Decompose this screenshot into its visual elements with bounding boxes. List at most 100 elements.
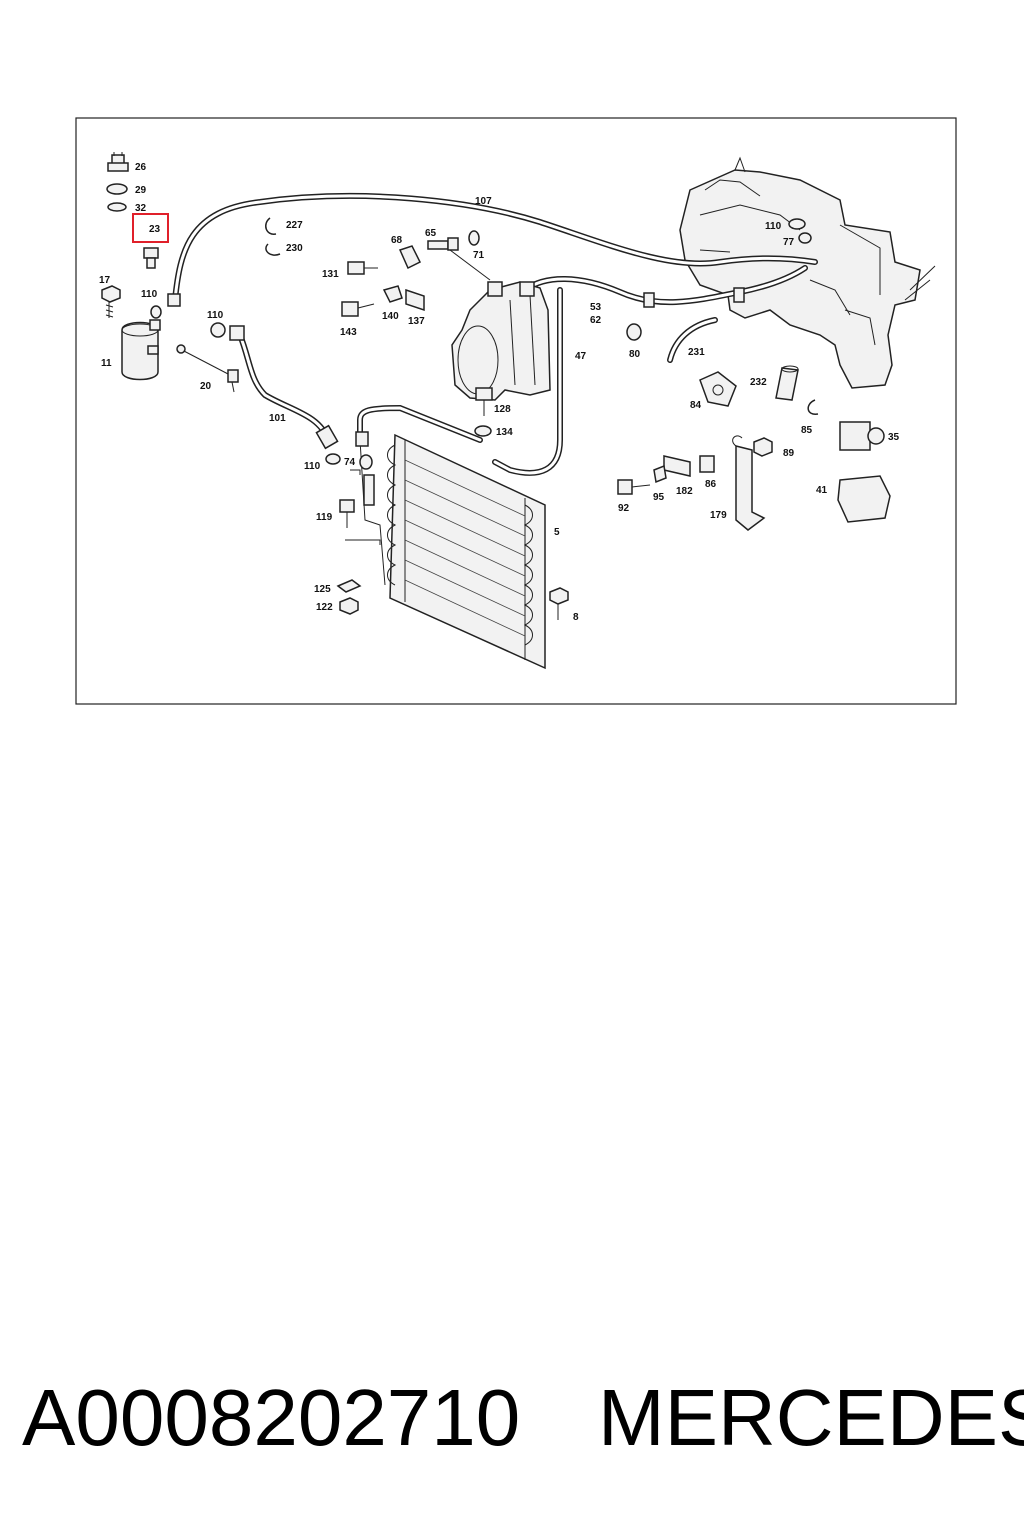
label-85: 85 [801, 425, 813, 436]
label-8: 8 [573, 612, 579, 623]
part-125-clip [336, 579, 362, 593]
part-85-clip [807, 399, 819, 415]
label-92: 92 [618, 503, 630, 514]
label-143: 143 [340, 327, 357, 338]
part-84-flange [699, 371, 737, 407]
label-11: 11 [101, 358, 112, 369]
part-119-bolt [339, 499, 355, 528]
label-41: 41 [816, 485, 828, 496]
label-77: 77 [783, 237, 795, 248]
label-23: 23 [149, 224, 161, 235]
part-65-fitting [427, 237, 459, 251]
label-140: 140 [382, 311, 399, 322]
part-232-cylinder [775, 365, 799, 401]
label-134: 134 [496, 427, 513, 438]
label-128: 128 [494, 404, 511, 415]
label-20: 20 [200, 381, 212, 392]
part-137-bracket [405, 288, 425, 312]
line-47 [492, 287, 563, 476]
label-101: 101 [269, 413, 286, 424]
part-35-expansion-valve [839, 421, 885, 451]
part-68-bushing [398, 245, 422, 270]
part-number: A0008202710 [22, 1373, 521, 1462]
part-71-ring [468, 230, 480, 246]
label-131: 131 [322, 269, 339, 280]
label-5: 5 [554, 527, 560, 538]
part-89-nut [753, 437, 773, 457]
label-95: 95 [653, 492, 665, 503]
label-74: 74 [344, 457, 356, 468]
part-231-hose [667, 317, 718, 363]
part-128-bolt [475, 387, 493, 416]
label-65: 65 [425, 228, 437, 239]
label-231: 231 [688, 347, 705, 358]
label-71: 71 [473, 250, 485, 261]
part-110a-ring [150, 305, 162, 319]
part-95-clip [653, 464, 667, 484]
label-26: 26 [135, 162, 147, 173]
label-232: 232 [750, 377, 767, 388]
highlight-box-23 [132, 213, 169, 243]
hose-fitting-left [167, 293, 181, 307]
part-131-bolt [347, 261, 378, 275]
label-107: 107 [475, 196, 492, 207]
part-86-bushing [699, 455, 715, 473]
label-119: 119 [316, 512, 333, 523]
part-23-valve [143, 247, 159, 269]
label-110b: 110 [207, 310, 224, 321]
part-20-sensor [176, 344, 239, 393]
label-179: 179 [710, 510, 727, 521]
label-110d: 110 [765, 221, 782, 232]
parts-diagram: 26 29 32 23 17 110 11 110 20 101 110 74 … [75, 117, 957, 705]
part-110c-ring [325, 453, 341, 465]
label-227: 227 [286, 220, 303, 231]
part-29-ring [106, 183, 128, 195]
label-29: 29 [135, 185, 147, 196]
label-137: 137 [408, 316, 425, 327]
engine-block [679, 156, 936, 389]
part-17-bolt [101, 285, 121, 318]
label-110a: 110 [141, 289, 158, 300]
label-89: 89 [783, 448, 795, 459]
part-110d-ring [788, 218, 806, 230]
part-77-ring [798, 232, 812, 244]
part-41-block [837, 475, 891, 523]
part-11-receiver-drier [121, 319, 161, 381]
label-17: 17 [99, 275, 111, 286]
part-26-switch [107, 152, 129, 172]
part-140-clamp [382, 285, 403, 303]
part-labels: 26 29 32 23 17 110 11 110 20 101 110 74 … [99, 162, 900, 623]
brand-name: MERCEDES [598, 1373, 1024, 1462]
condenser-fins [404, 459, 526, 637]
label-35: 35 [888, 432, 900, 443]
part-92-bolt [617, 479, 651, 495]
label-84: 84 [690, 400, 702, 411]
caption: A0008202710 MERCEDES [0, 1372, 1024, 1472]
hose-101 [229, 325, 339, 450]
part-134-ring [474, 425, 492, 437]
label-32: 32 [135, 203, 147, 214]
label-86: 86 [705, 479, 717, 490]
condenser [355, 431, 546, 670]
part-122-nut [339, 597, 359, 615]
part-74-ring [359, 454, 373, 470]
hose-107 [172, 192, 818, 303]
part-230-clip [265, 243, 281, 256]
part-143-bolt [341, 301, 375, 317]
hose-53-62 [522, 265, 808, 308]
leader-71 [449, 249, 491, 281]
line-condenser-compressor [357, 404, 483, 443]
part-32-ring [107, 202, 127, 212]
part-80-ring [626, 323, 642, 341]
label-230: 230 [286, 243, 303, 254]
label-47: 47 [575, 351, 587, 362]
part-8-bolt [549, 587, 569, 620]
label-80: 80 [629, 349, 641, 360]
label-125: 125 [314, 584, 331, 595]
label-182: 182 [676, 486, 693, 497]
part-110b-ring [210, 322, 226, 338]
label-53: 53 [590, 302, 602, 313]
label-62: 62 [590, 315, 602, 326]
label-110c: 110 [304, 461, 321, 472]
label-122: 122 [316, 602, 333, 613]
